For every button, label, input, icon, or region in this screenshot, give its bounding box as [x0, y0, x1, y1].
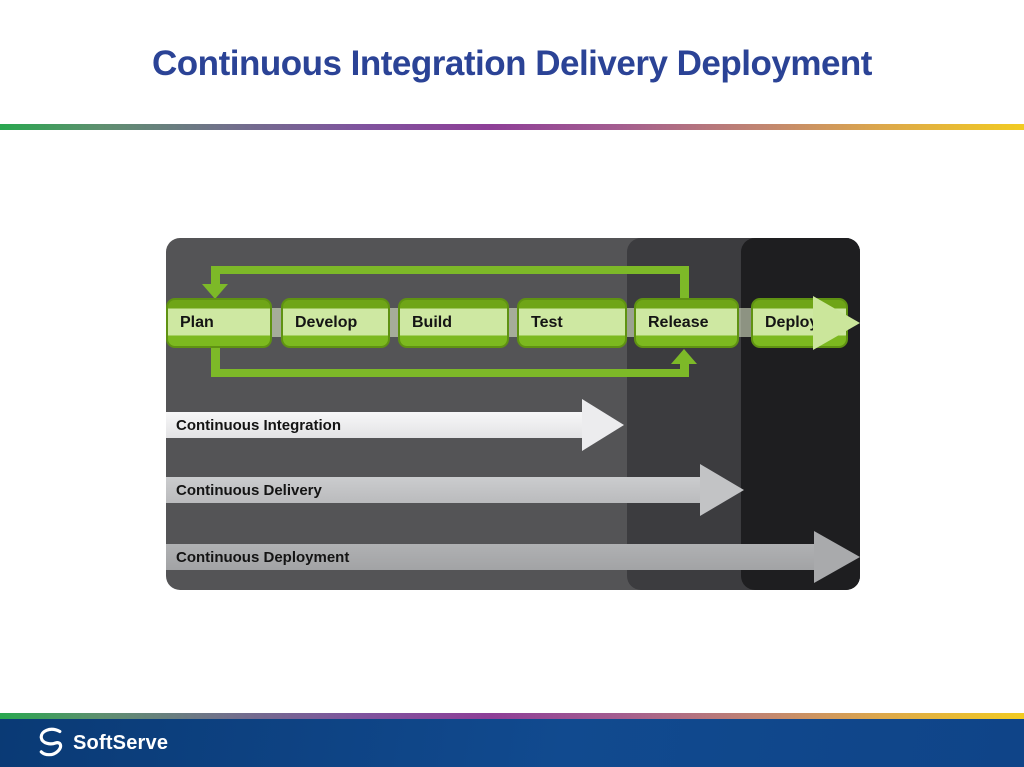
stage-box-test: Test: [517, 298, 627, 348]
flow-arrow-continuous-delivery: Continuous Delivery: [166, 477, 700, 503]
arrow-down-icon: [202, 284, 228, 299]
loop-top-right-segment: [680, 266, 689, 300]
loop-bottom-left-segment: [211, 348, 220, 373]
stage-box-build: Build: [398, 298, 509, 348]
stage-label: Plan: [180, 314, 214, 331]
flow-arrow-continuous-deployment: Continuous Deployment: [166, 544, 814, 570]
flow-label: Continuous Deployment: [176, 548, 350, 566]
stage-label: Develop: [295, 314, 358, 331]
loop-bottom-bar: [211, 369, 689, 377]
softserve-s-swirl-icon: [39, 727, 63, 757]
flow-arrow-continuous-integration: Continuous Integration: [166, 412, 582, 438]
flow-label: Continuous Delivery: [176, 481, 322, 499]
page-title: Continuous Integration Delivery Deployme…: [152, 44, 872, 83]
arrow-right-icon: [700, 464, 744, 516]
stage-label: Build: [412, 314, 452, 331]
stage-label: Deploy: [765, 314, 819, 331]
arrow-up-icon: [671, 349, 697, 364]
brand-name: SoftServe: [73, 731, 169, 754]
stage-box-develop: Develop: [281, 298, 390, 348]
stage-box-plan: Plan: [166, 298, 272, 348]
stage-box-release: Release: [634, 298, 739, 348]
stage-label: Test: [531, 314, 563, 331]
flow-label: Continuous Integration: [176, 416, 341, 434]
footer-accent-gradient-bar: [0, 713, 1024, 719]
softserve-logo: SoftServe: [36, 719, 168, 767]
stage-label: Release: [648, 314, 709, 331]
arrow-right-icon: [582, 399, 624, 451]
title-accent-gradient-bar: [0, 124, 1024, 130]
loop-top-left-segment: [211, 266, 220, 286]
arrow-right-icon: [814, 531, 860, 583]
loop-top-bar: [211, 266, 689, 274]
pipeline-arrowhead-icon: [813, 296, 860, 350]
loop-bottom-right-segment: [680, 362, 689, 377]
footer-bar: SoftServe: [0, 719, 1024, 767]
